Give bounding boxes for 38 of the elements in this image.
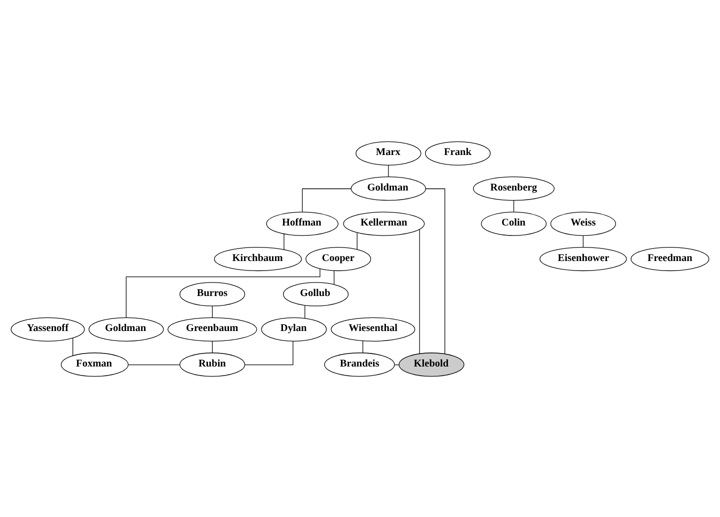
node-ellipse: Kirchbaum xyxy=(214,246,302,271)
connector xyxy=(419,228,420,354)
node-ellipse: Frank xyxy=(425,140,491,165)
connector xyxy=(582,234,584,247)
node-ellipse: Rubin xyxy=(180,352,246,376)
connector xyxy=(212,305,213,318)
connector xyxy=(126,268,320,318)
node-ellipse: Kellerman xyxy=(343,211,425,236)
connector xyxy=(388,164,389,176)
node-ellipse: Yassenoff xyxy=(10,316,85,341)
node-ellipse: Burros xyxy=(180,282,246,306)
node-ellipse: Brandeis xyxy=(324,352,395,376)
node-ellipse: Colin xyxy=(480,211,547,236)
node-ellipse: Goldman xyxy=(350,176,426,200)
node-ellipse: Cooper xyxy=(306,246,372,271)
connector xyxy=(128,364,180,365)
connector xyxy=(304,304,306,318)
node-ellipse: Freedman xyxy=(630,246,710,271)
node-ellipse: Gollub xyxy=(283,282,349,306)
node-ellipse: Weiss xyxy=(550,211,616,236)
connector xyxy=(356,232,358,250)
node-ellipse: Greenbaum xyxy=(168,316,258,341)
connector xyxy=(212,340,213,353)
node-ellipse: Marx xyxy=(356,140,422,165)
connector xyxy=(425,188,446,354)
connector xyxy=(513,200,514,212)
node-ellipse: Foxman xyxy=(60,352,129,376)
connector xyxy=(362,340,364,353)
node-ellipse: Hoffman xyxy=(266,211,338,236)
node-ellipse: Wiesenthal xyxy=(330,316,416,341)
node-ellipse: Rosenberg xyxy=(473,176,554,200)
node-ellipse: Klebold xyxy=(398,352,464,376)
node-ellipse: Goldman xyxy=(88,316,164,341)
node-ellipse: Dylan xyxy=(261,316,327,341)
node-ellipse: Eisenhower xyxy=(540,246,627,271)
connector xyxy=(72,337,74,356)
connector xyxy=(302,188,352,212)
connector xyxy=(244,340,294,365)
